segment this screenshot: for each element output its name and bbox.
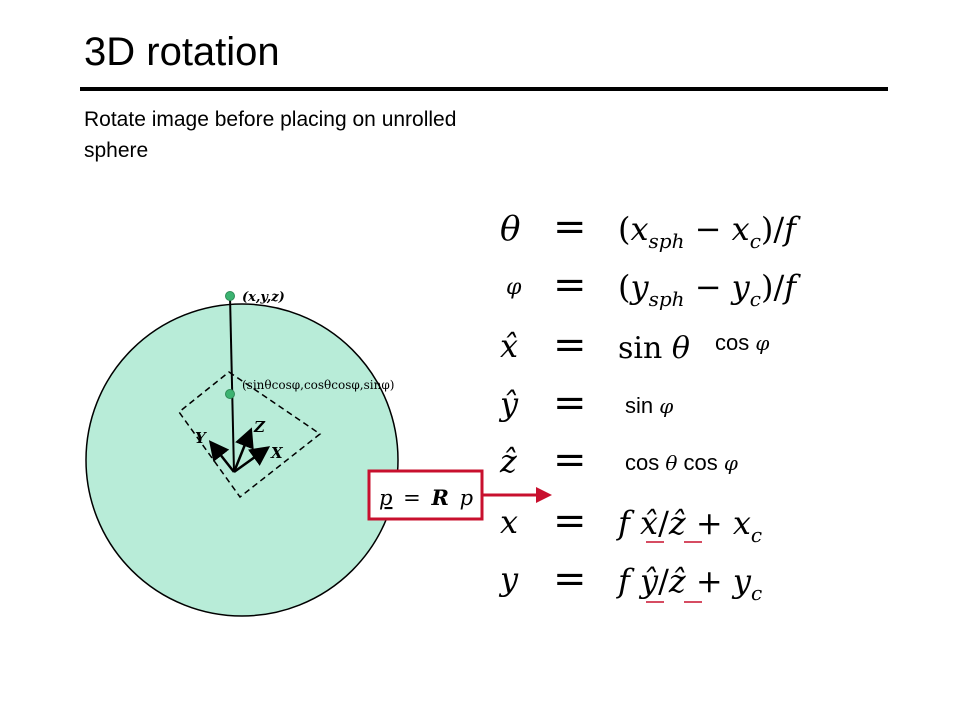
eq-zhat-rhs-text: cos θ cos φ [625,450,738,475]
plane-point [225,389,235,399]
ray-line [229,295,235,473]
point-label: (x,y,z) [242,290,285,305]
eq-y-rhs: f ŷ/ẑ + yc [616,562,762,605]
eq-yhat-rhs-text: sin φ [625,393,674,418]
eq-theta-rhs: (xsph − xc)/f [618,210,801,253]
axis-y-arrow [208,440,235,473]
axis-x-arrow [233,446,271,474]
eq-theta-lhs: θ [500,209,520,249]
eq-y-lhs: y [498,560,519,598]
axis-x-label: X [270,444,284,462]
slide-subtitle: Rotate image before placing on unrolled … [84,108,457,162]
rotation-equation: p = R p [379,485,473,510]
eq-xhat-equals: = [553,322,587,368]
eq-y-equals: = [553,556,587,602]
eq-x-rhs: f x̂/ẑ + xc [616,504,762,547]
eq-theta-equals: = [553,204,587,250]
eq-zhat-equals: = [553,437,587,483]
projection-label: (sinθcosφ,cosθcosφ,sinφ) [242,378,394,392]
pointer-arrowhead [536,487,552,503]
eq-x-lhs: x [500,503,518,541]
title-divider [80,87,888,91]
axis-y-label: Y [195,429,207,447]
sphere-point [225,291,235,301]
eq-x-equals: = [553,498,587,544]
slide-title: 3D rotation [84,30,280,74]
eq-xhat-rhs-math: sin θ [618,331,690,366]
eq-phi-lhs: φ [506,275,522,300]
equation-block: θ = (xsph − xc)/f φ = (ysph − yc)/f x̂ =… [498,204,801,605]
eq-yhat-equals: = [553,380,587,426]
axis-z-label: Z [253,418,266,436]
eq-phi-equals: = [553,262,587,308]
eq-zhat-lhs: ẑ [499,442,518,480]
image-plane [177,371,322,499]
eq-yhat-lhs: ŷ [498,385,519,423]
sphere [85,303,399,617]
eq-xhat-lhs: x̂ [500,327,518,365]
eq-xhat-rhs-text: cos φ [715,330,770,355]
axis-z-arrow [232,427,254,473]
eq-phi-rhs: (ysph − yc)/f [618,268,801,311]
